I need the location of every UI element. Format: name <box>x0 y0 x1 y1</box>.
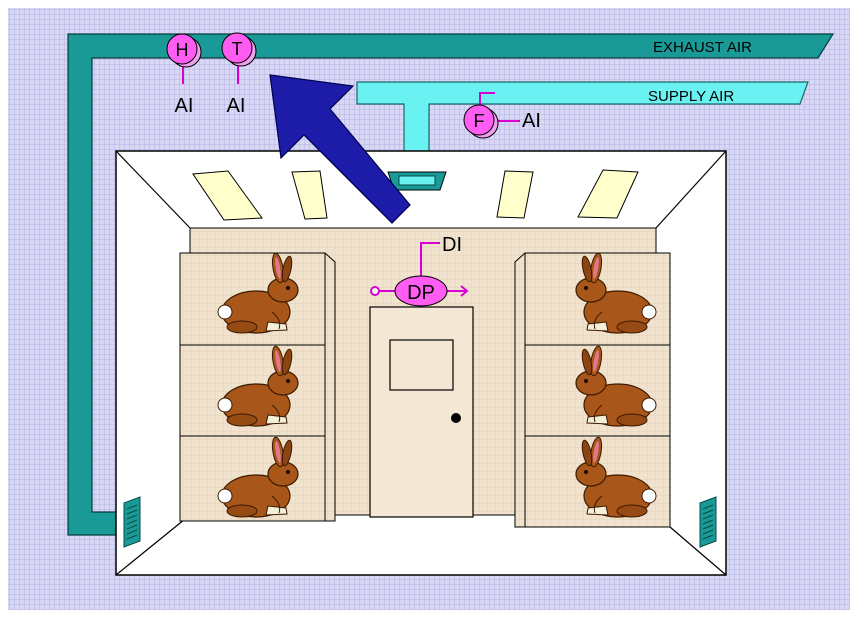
flow-sensor: F AI <box>463 92 541 139</box>
humidity-symbol: H <box>176 40 189 60</box>
flow-symbol: F <box>474 111 485 131</box>
flow-signal-label: AI <box>522 110 541 132</box>
dp-signal-label: DI <box>442 234 462 256</box>
dp-symbol: DP <box>407 282 435 304</box>
ceiling-light-icon <box>192 169 639 221</box>
ceiling-diffuser-icon <box>387 171 447 191</box>
door-knob-icon <box>451 413 461 423</box>
temperature-symbol: T <box>232 39 243 59</box>
humidity-signal-label: AI <box>175 95 194 117</box>
exhaust-duct <box>67 33 835 536</box>
humidity-sensor: H AI <box>166 33 202 117</box>
vent-grille-icon <box>699 496 717 548</box>
vent-grille-icon <box>123 496 141 548</box>
temperature-signal-label: AI <box>227 95 246 117</box>
temperature-sensor: T AI <box>221 32 257 117</box>
door <box>369 306 474 518</box>
differential-pressure-switch: DP DI <box>370 234 469 307</box>
supply-air-label: SUPPLY AIR <box>648 88 734 105</box>
airflow-arrow-icon <box>269 74 411 224</box>
exhaust-air-label: EXHAUST AIR <box>653 39 752 56</box>
